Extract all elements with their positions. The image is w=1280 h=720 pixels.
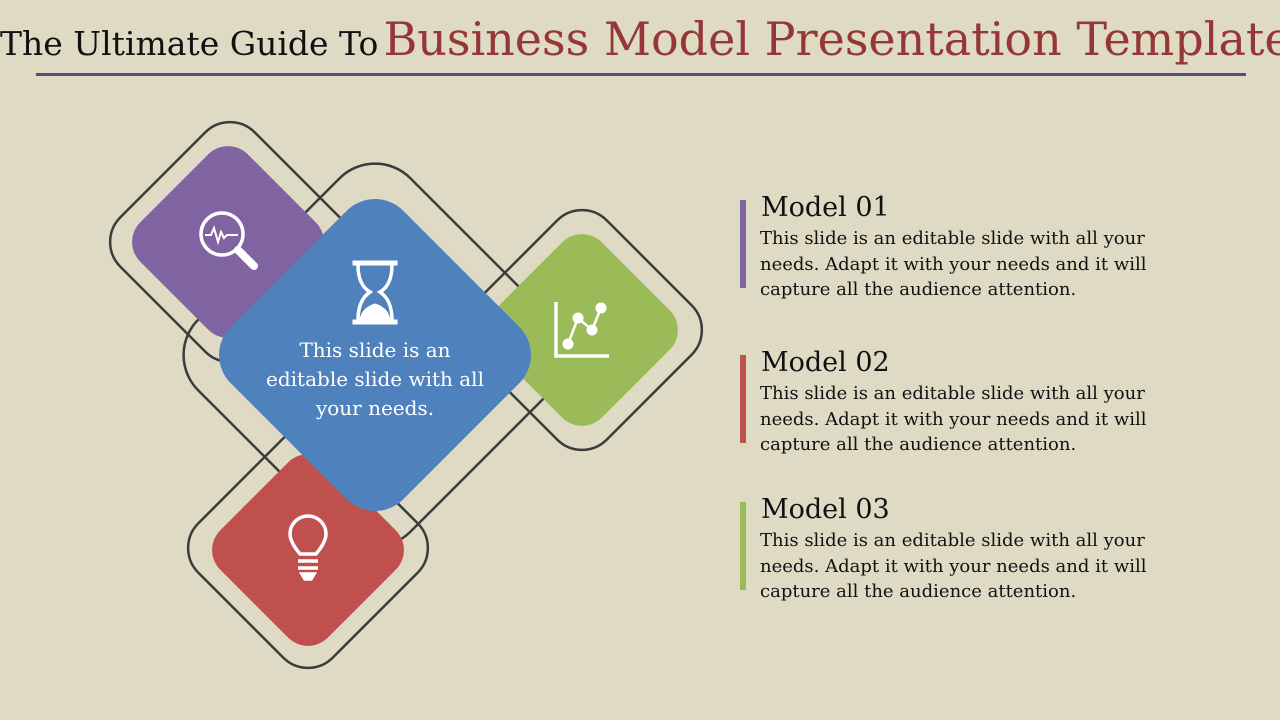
title-divider [36, 73, 1246, 76]
model-color-bar [740, 355, 746, 443]
model-heading: Model 01 [761, 192, 890, 223]
lightbulb-icon [288, 514, 328, 581]
blue-diamond [219, 199, 531, 511]
model-heading: Model 02 [761, 347, 890, 378]
green-outline [460, 208, 704, 452]
model-description: This slide is an editable slide with all… [760, 228, 1147, 300]
title-main: Business Model Presentation Template [383, 12, 1280, 66]
model-color-bar [740, 200, 746, 288]
model-description: This slide is an editable slide with all… [760, 383, 1147, 455]
model-color-bar [740, 502, 746, 590]
model-description: This slide is an editable slide with all… [760, 530, 1147, 602]
hourglass-icon [352, 260, 398, 325]
magnifier-pulse-icon [199, 211, 258, 270]
title-prefix: The Ultimate Guide To [0, 24, 379, 63]
model-heading: Model 03 [761, 494, 890, 525]
line-chart-icon [554, 302, 609, 358]
green-diamond [486, 234, 678, 426]
slide-title: The Ultimate Guide To Business Model Pre… [0, 12, 1280, 66]
center-description: This slide is an editable slide with all… [266, 338, 484, 420]
